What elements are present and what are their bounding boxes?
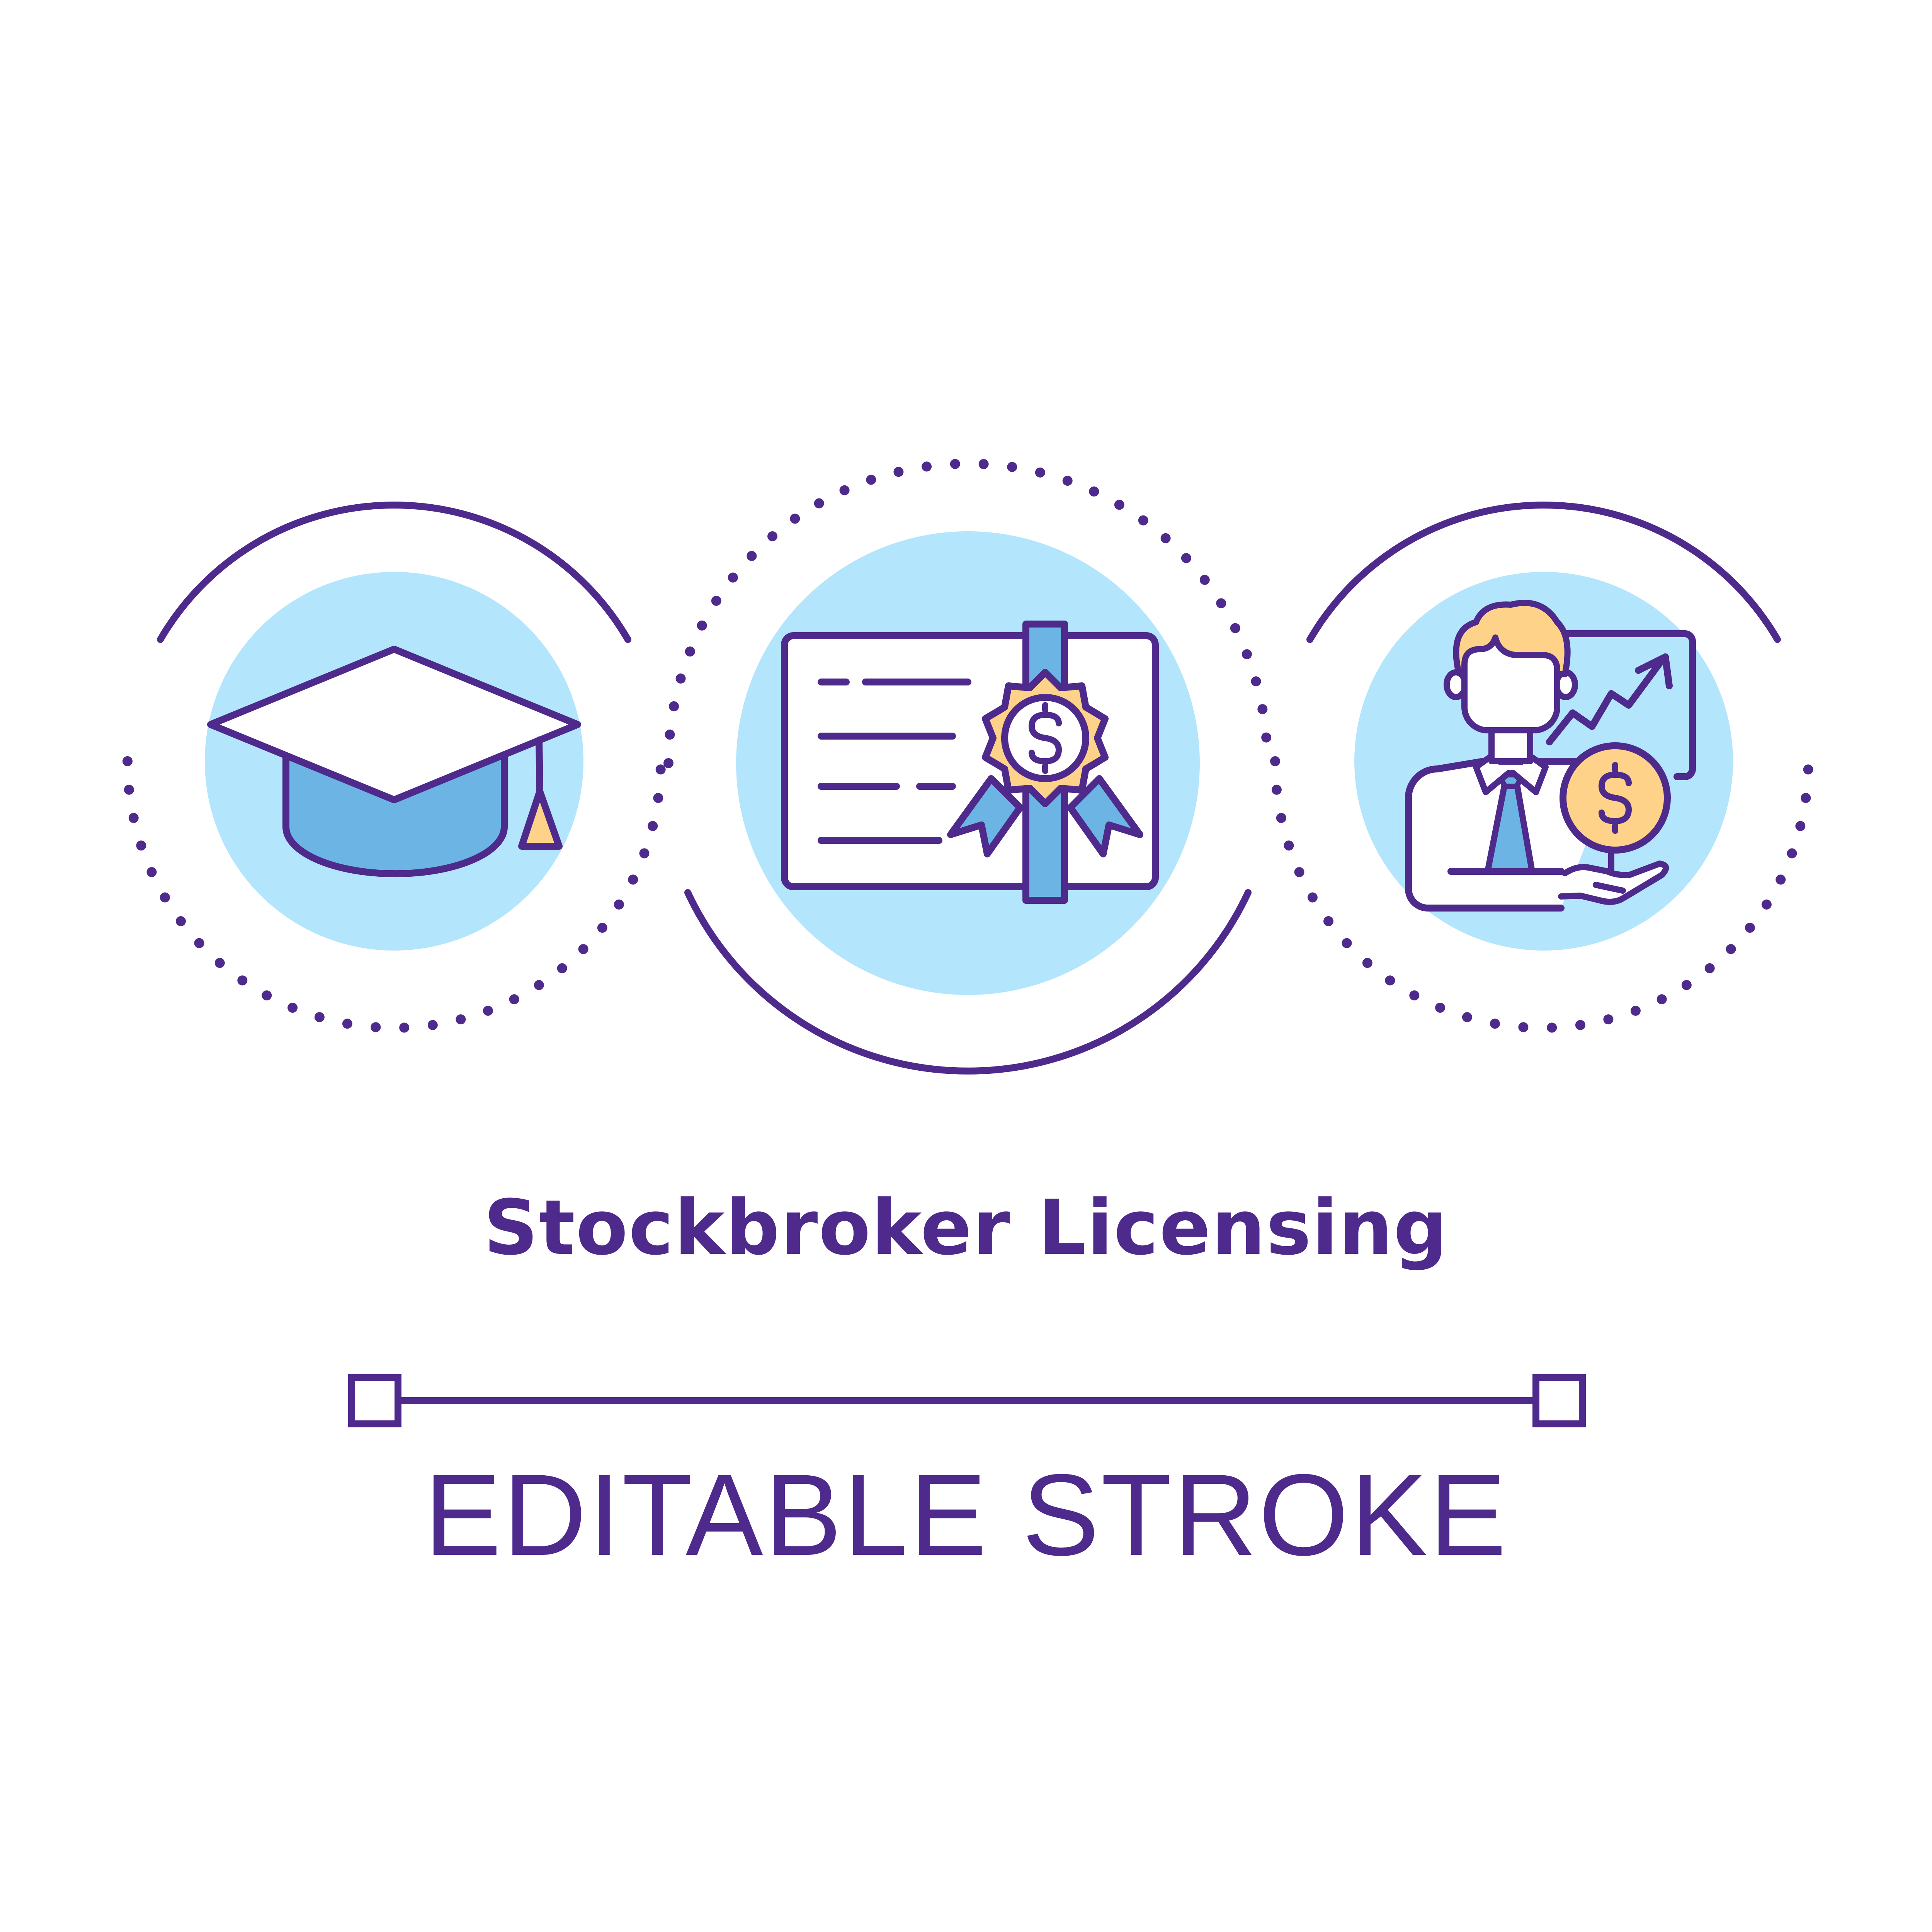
graduation-cap-icon bbox=[207, 646, 581, 878]
coin-dollar-icon bbox=[1599, 762, 1632, 834]
left-icon-group bbox=[122, 502, 666, 1033]
right-icon-group bbox=[1270, 502, 1813, 1033]
dollar-icon bbox=[1029, 702, 1062, 774]
stockbroker-icon bbox=[1405, 600, 1696, 912]
concept-title: Stockbroker Licensing bbox=[483, 1184, 1449, 1272]
center-bottom-arc bbox=[684, 889, 1252, 1075]
center-icon-group bbox=[663, 459, 1272, 1075]
stroke-handle-right bbox=[1532, 1374, 1586, 1427]
stroke-indicator bbox=[348, 1374, 1586, 1427]
stroke-handle-left bbox=[348, 1374, 401, 1427]
editable-stroke-caption: EDITABLE STROKE bbox=[424, 1450, 1508, 1580]
left-top-arc bbox=[157, 502, 631, 643]
certificate-icon bbox=[781, 621, 1159, 904]
right-top-arc bbox=[1306, 502, 1781, 643]
